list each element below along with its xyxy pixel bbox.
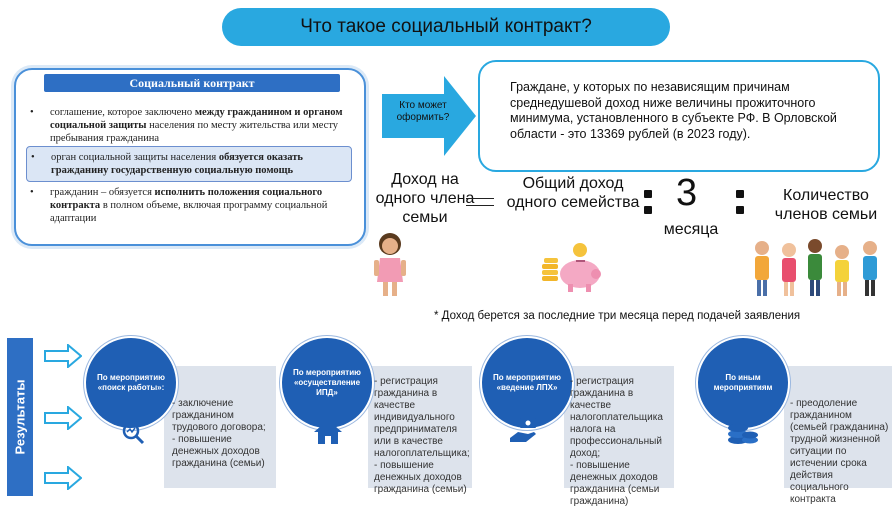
contract-item-1: • соглашение, которое заключено между гр… — [30, 107, 343, 144]
eligibility-text: Граждане, у которых по независящим причи… — [510, 80, 837, 141]
contract-definition-box: Социальный контракт • соглашение, которо… — [14, 68, 366, 246]
step-card-other — [784, 366, 892, 488]
step-card-lph — [564, 366, 674, 488]
contract-item-3: • гражданин – обязуется исполнить положе… — [30, 187, 328, 224]
equals-sign — [466, 198, 494, 206]
step-circle-other: По иным мероприятиям — [698, 338, 788, 428]
girl-icon — [374, 233, 406, 296]
divide-dot-top-2 — [736, 190, 744, 198]
hand-money-icon — [510, 418, 536, 442]
step-text-ipd: - регистрация гражданина в качестве инди… — [374, 376, 470, 495]
step-text-lph: - регистрация гражданина в качестве нало… — [570, 376, 663, 507]
step-text-job-search: - заключение гражданином трудового догов… — [172, 398, 266, 469]
months-label: месяца — [663, 221, 719, 238]
step-card-ipd — [368, 366, 472, 488]
contract-item-2: • орган социальной защиты населения обяз… — [26, 146, 352, 182]
who-can-apply-arrow — [382, 76, 476, 156]
income-per-member-label: Доход на одного члена семьи — [375, 171, 475, 226]
step-circle-ipd: По мероприятию «осуществление ИПД» — [282, 338, 372, 428]
arrow-right-icon — [44, 466, 82, 490]
divide-dot-top-1 — [644, 190, 652, 198]
step-circle-job-search: По мероприятию «поиск работы»: — [86, 338, 176, 428]
step-card-job-search — [164, 366, 276, 488]
page-title: Что такое социальный контракт? — [222, 8, 670, 46]
income-footnote: * Доход берется за последние три месяца … — [434, 310, 801, 322]
contract-header: Социальный контракт — [44, 74, 340, 92]
step-text-other: - преодоление гражданином (семьей гражда… — [790, 398, 889, 505]
arrow-right-icon — [44, 406, 82, 430]
family-income-label: Общий доход одного семейства — [506, 175, 640, 211]
step-circle-lph: По мероприятию «ведение ЛПХ» — [482, 338, 572, 428]
eligibility-box: Граждане, у которых по независящим причи… — [478, 60, 880, 172]
piggy-bank-icon — [542, 243, 601, 292]
house-icon — [314, 420, 342, 444]
months-count: 3 — [676, 172, 698, 214]
divide-dot-bottom-1 — [644, 206, 652, 214]
job-search-icon — [122, 422, 145, 445]
results-bar: Результаты — [7, 338, 33, 496]
family-members-label: Количество членов семьи — [774, 187, 878, 223]
arrow-right-icon — [44, 344, 82, 368]
coins-icon — [728, 424, 758, 444]
family-members-icon — [755, 239, 877, 296]
who-can-apply-label: Кто может оформить? — [396, 100, 450, 123]
divide-dot-bottom-2 — [736, 206, 744, 214]
